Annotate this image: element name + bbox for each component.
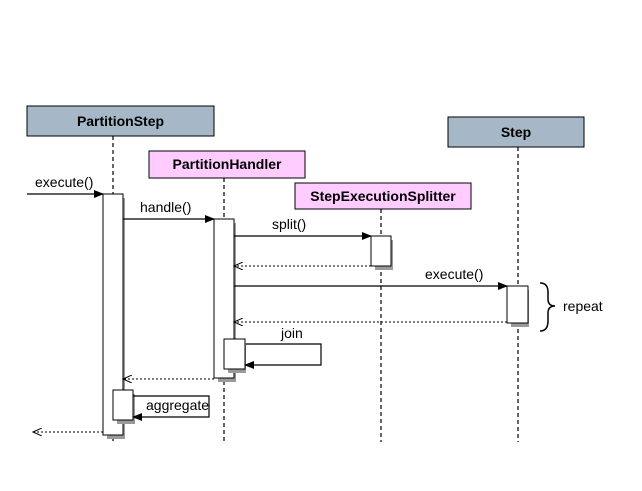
repeat-brace [539,282,556,332]
message-handle: handle() [123,199,215,223]
activation-join [223,338,246,373]
execute-step-label: execute() [425,266,483,282]
handle-label: handle() [140,199,191,215]
execute-in-label: execute() [35,174,93,190]
participant-partition-step: PartitionStep [26,105,215,137]
participant-partition-handler: PartitionHandler [148,150,306,179]
activation-splitter [370,235,393,270]
message-split: split() [234,216,372,240]
join-label: join [280,325,303,341]
repeat-annotation: repeat [539,282,603,332]
participant-step-execution-splitter: StepExecutionSplitter [294,182,472,210]
splitter-label: StepExecutionSplitter [310,188,456,204]
step-label: Step [501,124,531,140]
participant-step: Step [447,116,585,148]
message-aggregate: aggregate [132,395,210,421]
repeat-label: repeat [563,298,603,314]
partition-step-label: PartitionStep [77,113,164,129]
aggregate-label: aggregate [146,397,209,413]
message-join: join [244,325,322,369]
activation-step [506,285,529,327]
message-execute-in: execute() [27,174,104,198]
split-label: split() [272,216,306,232]
activation-aggregate [112,389,135,424]
message-execute-step: execute() [234,266,508,290]
activation-partition-step [102,193,125,439]
partition-handler-label: PartitionHandler [173,156,282,172]
